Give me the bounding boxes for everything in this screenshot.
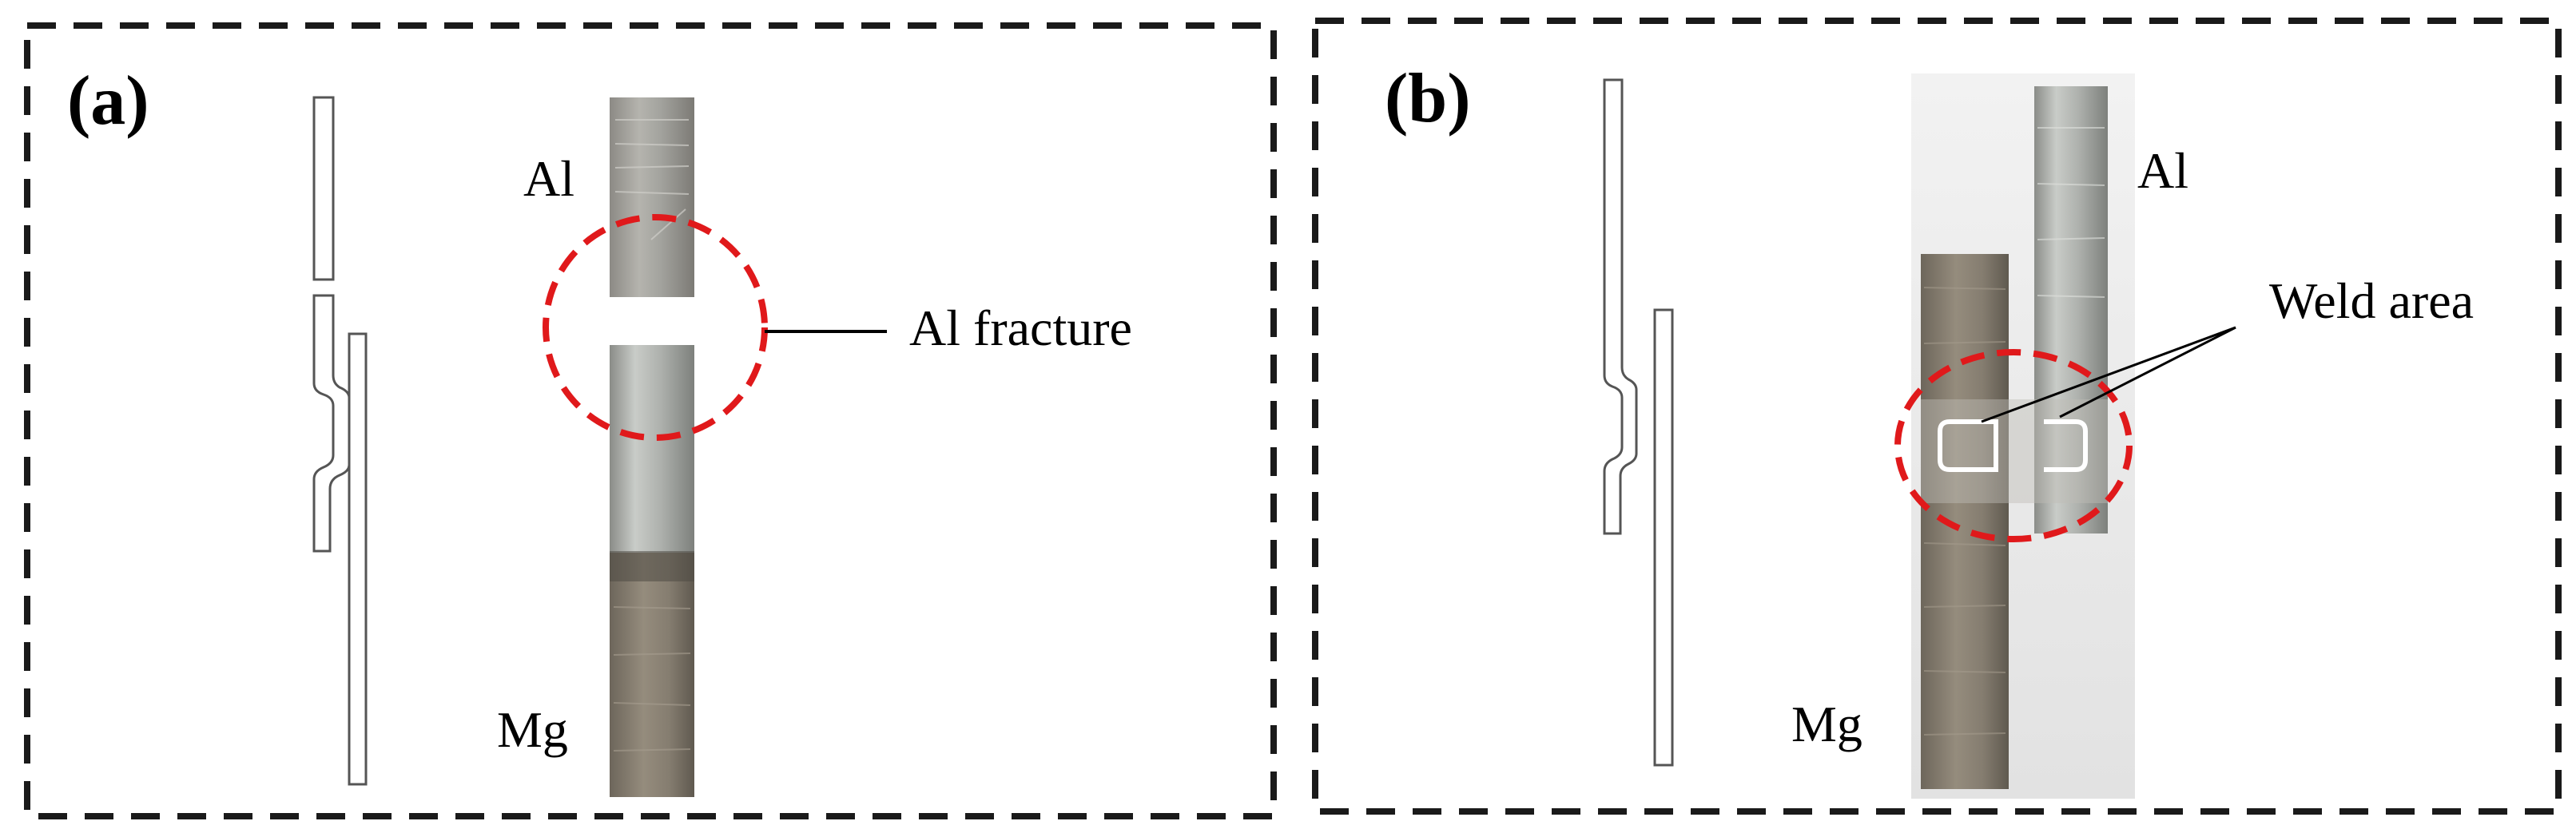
panel-a-tag: (a) xyxy=(67,62,149,140)
mg-sheet-texture xyxy=(613,606,691,752)
mg-sheet-b xyxy=(1921,254,2009,789)
weld-mark-right xyxy=(2044,419,2088,472)
joint-schematic-a xyxy=(312,96,368,786)
label-mg-b: Mg xyxy=(1791,696,1862,752)
schematic-al-upper-piece xyxy=(312,96,335,281)
weld-zone-band xyxy=(1921,399,2108,503)
al-sheet-b-texture xyxy=(2037,127,2105,298)
al-remnant xyxy=(610,345,694,553)
schematic-al-lower-piece xyxy=(312,294,351,553)
specimen-photo-a xyxy=(610,97,694,797)
al-sheet-b xyxy=(2034,86,2108,534)
label-al-b: Al xyxy=(2137,142,2188,199)
panel-a: (a) xyxy=(24,22,1277,819)
weld-highlight-ring xyxy=(1894,349,2133,542)
callout-al-fracture: Al fracture xyxy=(909,299,1132,356)
specimen-photo-b xyxy=(1911,73,2135,799)
weld-mark-left xyxy=(1938,419,1998,472)
panel-b: (b) xyxy=(1312,18,2562,815)
panel-b-frame xyxy=(1312,18,2562,815)
schematic-mg-sheet xyxy=(348,332,368,786)
al-fragment-texture xyxy=(614,119,690,240)
panel-a-frame xyxy=(24,22,1277,819)
label-al-a: Al xyxy=(523,150,574,207)
joint-schematic-b xyxy=(1603,78,1674,767)
label-mg-a: Mg xyxy=(497,701,568,758)
al-fragment-top xyxy=(610,97,694,297)
fracture-highlight-ring xyxy=(543,214,768,441)
mg-sheet-b-texture xyxy=(1923,287,2006,736)
weld-callout-leaders xyxy=(1981,326,2236,423)
panel-b-tag: (b) xyxy=(1385,60,1471,137)
callout-weld-area: Weld area xyxy=(2269,272,2474,329)
schematic-al-sheet xyxy=(1603,78,1638,535)
schematic-mg-sheet-b xyxy=(1653,308,1674,767)
lap-shadow xyxy=(610,551,694,581)
